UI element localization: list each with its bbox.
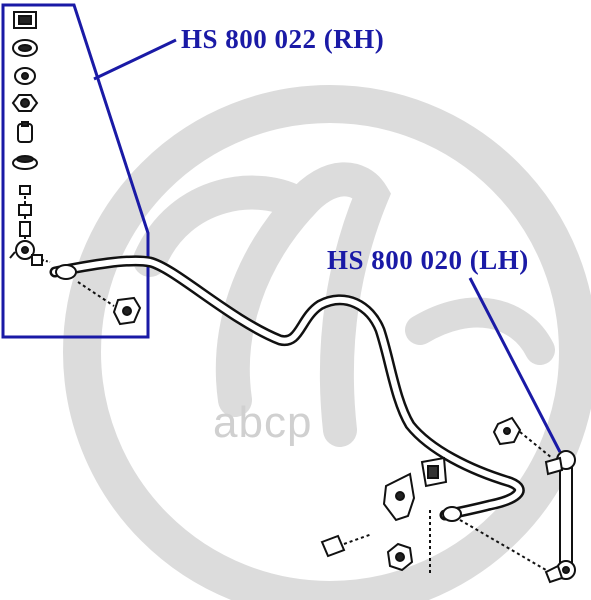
nut-icon bbox=[386, 542, 414, 572]
lh-part-number-callout: HS 800 020 (LH) bbox=[327, 245, 529, 275]
nut-icon bbox=[492, 416, 522, 446]
lh-link-assembly bbox=[459, 416, 576, 584]
washer-icon bbox=[13, 11, 37, 29]
end-nut-icon bbox=[31, 254, 51, 266]
watermark-text: abcp bbox=[213, 398, 313, 447]
link-guide-line bbox=[459, 519, 547, 571]
mount-bracket-icon bbox=[77, 281, 142, 326]
bushing-icon bbox=[14, 67, 36, 85]
link-guide-line bbox=[519, 431, 553, 459]
bushing-icon bbox=[420, 456, 448, 488]
nut-icon bbox=[11, 94, 39, 112]
rh-kit-frame bbox=[1, 3, 150, 339]
rh-kit-parts bbox=[9, 11, 142, 326]
link-rod-icon bbox=[9, 185, 35, 260]
lh-leader-line bbox=[468, 277, 562, 453]
watermark-logo bbox=[63, 85, 591, 600]
sleeve-icon bbox=[17, 121, 33, 143]
rh-part-number-callout: HS 800 022 (RH) bbox=[181, 24, 385, 54]
link-rod-icon bbox=[544, 450, 576, 584]
rh-leader-line bbox=[93, 38, 177, 81]
bolt-icon bbox=[320, 533, 373, 558]
stabilizer-bar bbox=[49, 255, 525, 522]
clamp-bracket-icon bbox=[382, 472, 416, 522]
center-mount-parts bbox=[320, 456, 448, 575]
washer-icon bbox=[12, 155, 38, 170]
bushing-icon bbox=[12, 39, 38, 57]
